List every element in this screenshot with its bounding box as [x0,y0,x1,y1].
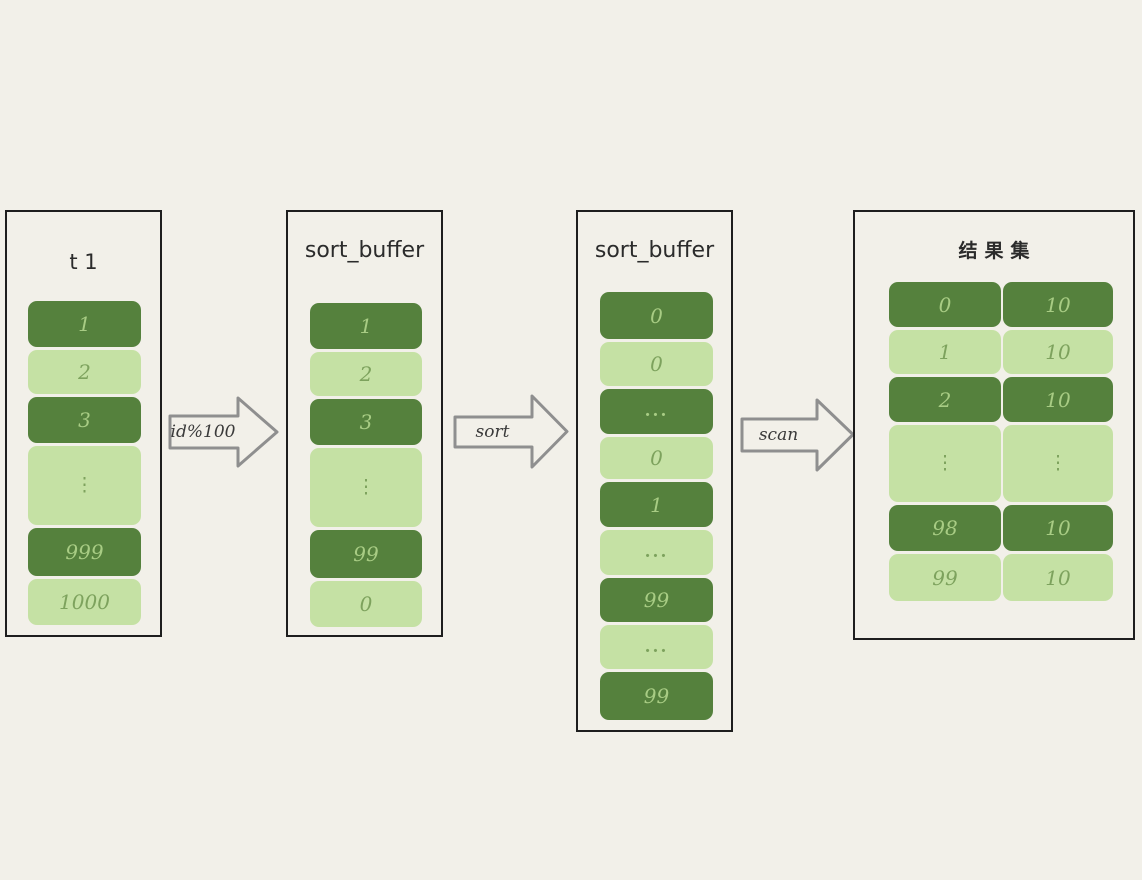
result-set-title: 结果集 [958,240,1037,262]
cell: 99 [310,530,422,578]
arrow-scan: scan [740,397,856,472]
cell: 2 [310,352,422,396]
table-t1-cells: 1 2 3 ⋮ 999 1000 [28,301,141,625]
result-key-cell: 99 [889,554,1001,601]
cell: 2 [28,350,141,394]
arrow-label: sort [475,422,510,442]
ellipsis-cell: ⋮ [28,446,141,525]
sort-buffer-unsorted-cells: 1 2 3 ⋮ 99 0 [310,303,422,627]
arrow-label: scan [758,425,799,445]
table-t1-box: t 1 1 2 3 ⋮ 999 1000 [5,210,162,637]
arrow-sort: sort [453,393,570,470]
right-arrow-icon [740,398,855,472]
result-key-cell: 0 [889,282,1001,327]
result-value-cell: 10 [1003,505,1113,551]
cell: 3 [28,397,141,443]
cell: 1 [600,482,713,527]
ellipsis-cell: ⋮ [1003,425,1113,502]
sort-buffer-sorted-cells: 0 0 ... 0 1 ... 99 ... 99 [600,292,713,720]
cell: 99 [600,672,713,720]
arrow-label: id%100 [170,422,236,442]
result-key-cell: 98 [889,505,1001,551]
result-value-cell: 10 [1003,282,1113,327]
cell: 3 [310,399,422,445]
sort-buffer-sorted-title: sort_buffer [594,238,715,263]
cell: 99 [600,578,713,622]
result-key-cell: 2 [889,377,1001,422]
ellipsis-cell: ⋮ [310,448,422,527]
sort-buffer-unsorted-box: sort_buffer 1 2 3 ⋮ 99 0 [286,210,443,637]
cell: 0 [600,342,713,386]
sort-buffer-sorted-box: sort_buffer 0 0 ... 0 1 ... 99 ... 99 [576,210,733,732]
right-arrow-icon [453,394,569,469]
cell: 999 [28,528,141,576]
cell: 0 [600,437,713,479]
cell: 1000 [28,579,141,625]
cell: 1 [28,301,141,347]
cell: 0 [600,292,713,339]
ellipsis-cell: ... [600,625,713,669]
result-value-cell: 10 [1003,554,1113,601]
result-value-cell: 10 [1003,377,1113,422]
table-t1-title: t 1 [69,250,98,274]
ellipsis-cell: ... [600,389,713,434]
result-set-rows: 0 10 1 10 2 10 ⋮ ⋮ 98 10 99 10 [889,282,1113,601]
result-row: 98 10 [889,505,1113,551]
arrow-id-mod-100: id%100 [168,395,280,469]
ellipsis-cell: ⋮ [889,425,1001,502]
result-row-ellipsis: ⋮ ⋮ [889,425,1113,502]
right-arrow-icon [168,396,279,468]
ellipsis-cell: ... [600,530,713,575]
result-value-cell: 10 [1003,330,1113,374]
result-set-box: 结果集 0 10 1 10 2 10 ⋮ ⋮ 98 10 9 [853,210,1135,640]
result-row: 2 10 [889,377,1113,422]
cell: 1 [310,303,422,349]
sort-buffer-unsorted-title: sort_buffer [304,238,425,263]
cell: 0 [310,581,422,627]
result-key-cell: 1 [889,330,1001,374]
result-row: 1 10 [889,330,1113,374]
result-row: 0 10 [889,282,1113,327]
result-row: 99 10 [889,554,1113,601]
